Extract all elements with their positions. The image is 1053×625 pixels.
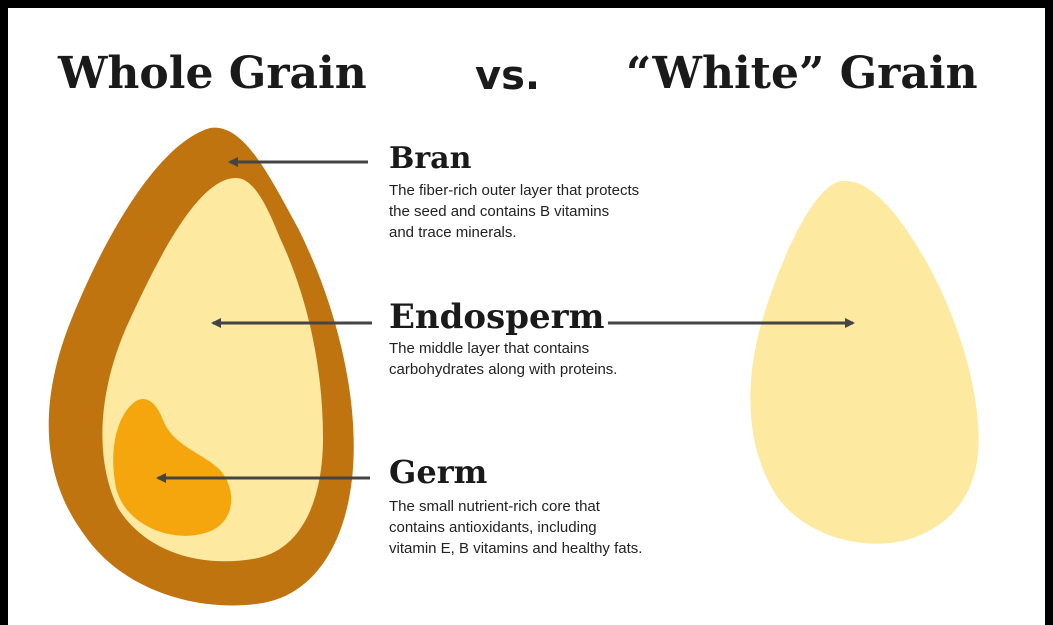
germ-desc-line: The small nutrient-rich core that (389, 496, 642, 517)
endosperm-desc-line: The middle layer that contains (389, 338, 617, 359)
bran-desc-line: the seed and contains B vitamins (389, 201, 639, 222)
whole-grain-title: Whole Grain (58, 52, 367, 96)
germ-heading: Germ (389, 456, 487, 488)
endosperm-desc-line: carbohydrates along with proteins. (389, 359, 617, 380)
vs-label: vs. (475, 56, 540, 96)
germ-description: The small nutrient-rich core that contai… (389, 496, 642, 559)
bran-desc-line: The fiber-rich outer layer that protects (389, 180, 639, 201)
germ-desc-line: contains antioxidants, including (389, 517, 642, 538)
endosperm-description: The middle layer that contains carbohydr… (389, 338, 617, 380)
diagram-canvas: Whole Grain vs. “White” Grain Bran The f… (8, 8, 1045, 625)
bran-description: The fiber-rich outer layer that protects… (389, 180, 639, 243)
white-grain-title: “White” Grain (626, 52, 978, 96)
bran-desc-line: and trace minerals. (389, 222, 639, 243)
germ-desc-line: vitamin E, B vitamins and healthy fats. (389, 538, 642, 559)
white-grain-endosperm (750, 181, 978, 544)
bran-heading: Bran (389, 144, 471, 174)
endosperm-heading: Endosperm (389, 300, 605, 334)
